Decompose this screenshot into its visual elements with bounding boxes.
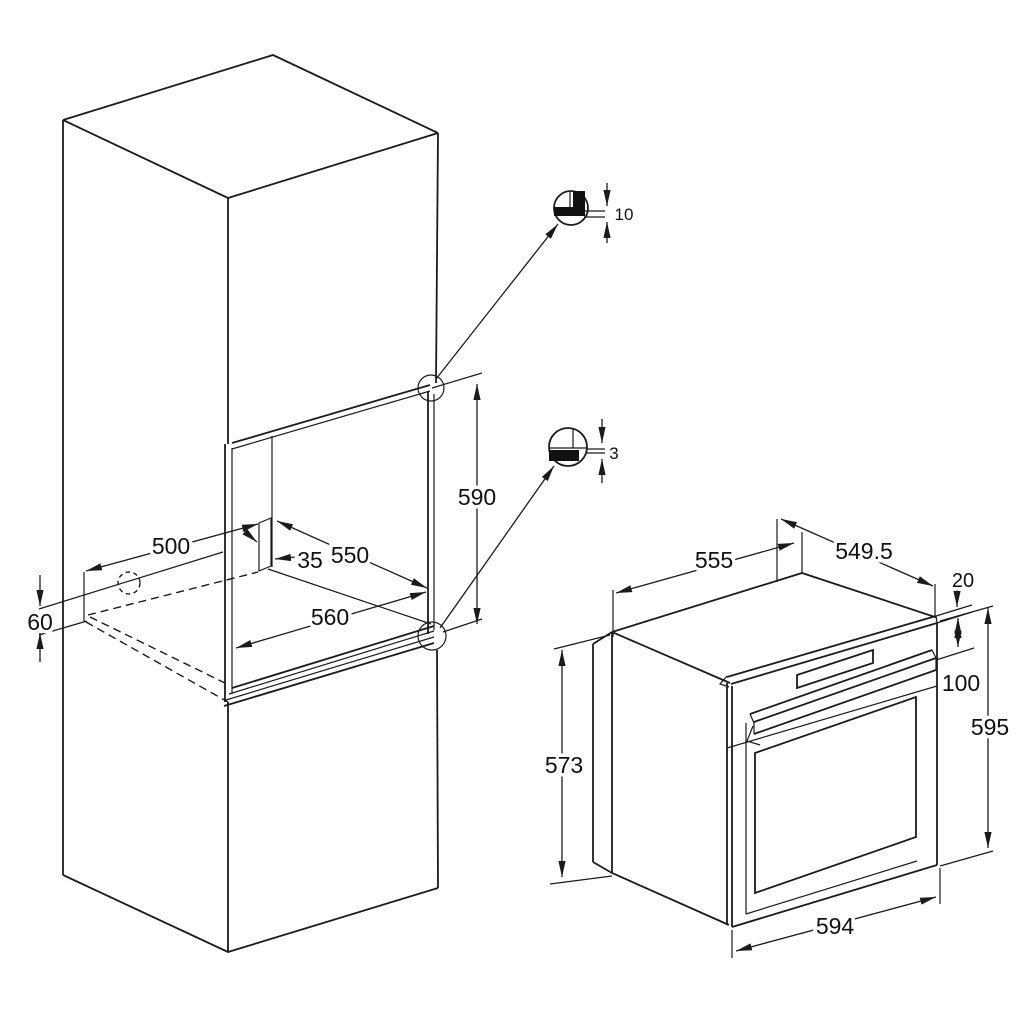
dim-vent-gap: 60 [27, 609, 53, 635]
dim-niche-width: 560 [311, 604, 349, 630]
control-display [796, 648, 874, 690]
leader-top-detail [435, 223, 559, 380]
dim-body-width: 549.5 [835, 538, 893, 564]
detail-top: 10 [553, 183, 637, 243]
detail-point-top [417, 374, 445, 402]
dim-top-clearance: 20 [952, 570, 974, 592]
leader-bottom-detail [439, 465, 555, 629]
door-handle [746, 649, 937, 746]
oven-dimensions: 555 549.5 20 100 595 573 [541, 518, 1013, 958]
dim-panel-height: 100 [942, 670, 980, 696]
door-window [754, 695, 917, 895]
back-baffle [258, 517, 272, 572]
niche-opening [223, 384, 435, 707]
oven-drawing: 555 549.5 20 100 595 573 [541, 518, 1013, 958]
dim-body-height: 573 [545, 752, 583, 778]
dim-body-depth: 555 [695, 547, 733, 573]
detail-bottom: 3 [548, 419, 622, 483]
cabinet-drawing: 500 35 550 560 590 60 [24, 54, 559, 953]
dim-bottom-overlap: 3 [609, 444, 618, 463]
cable-hole [117, 571, 141, 595]
dim-frame-width: 594 [816, 913, 855, 939]
dim-shelf-depth: 500 [152, 533, 190, 559]
dim-baffle-gap: 35 [297, 547, 323, 573]
dim-niche-depth: 550 [331, 542, 369, 568]
dim-top-overlap: 10 [615, 205, 634, 224]
cabinet-dimensions: 500 35 550 560 590 60 [24, 372, 500, 662]
oven-door [726, 623, 938, 928]
dim-frame-height: 595 [971, 714, 1009, 740]
dim-niche-height: 590 [458, 484, 496, 510]
